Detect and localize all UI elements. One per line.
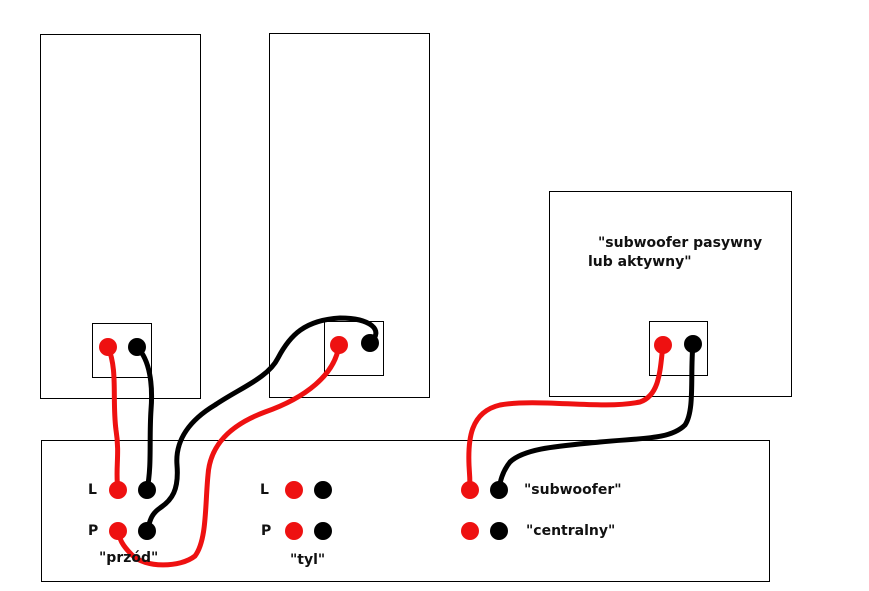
amp-center-positive <box>461 522 479 540</box>
speaker-rear-terminal-box <box>324 321 384 376</box>
speaker-front-negative-terminal <box>128 338 146 356</box>
front-l-label: L <box>88 482 97 498</box>
subwoofer-label-line1: "subwoofer pasywny <box>598 235 763 251</box>
rear-p-label: P <box>261 523 272 539</box>
speaker-front-terminal-box <box>92 323 152 378</box>
amp-rear-p-negative <box>314 522 332 540</box>
wire-subwoofer-negative <box>496 341 696 493</box>
speaker-rear-negative-terminal <box>361 334 379 352</box>
amp-rear-p-positive <box>285 522 303 540</box>
center-output-label: "centralny" <box>526 523 616 539</box>
speaker-front-positive-terminal <box>99 338 117 356</box>
speaker-rear <box>269 33 430 398</box>
subwoofer-label-line2: lub aktywny" <box>588 254 692 270</box>
wire-rear-positive <box>115 342 342 568</box>
subwoofer-terminal-box <box>649 321 708 376</box>
amp-front-p-positive <box>109 522 127 540</box>
amp-rear-l-positive <box>285 481 303 499</box>
rear-label: "tyl" <box>290 552 326 568</box>
subwoofer-positive-terminal <box>654 336 672 354</box>
subwoofer-output-label: "subwoofer" <box>524 482 622 498</box>
rear-l-label: L <box>260 482 269 498</box>
amp-subwoofer-negative <box>490 481 508 499</box>
front-label: "przód" <box>99 550 159 566</box>
subwoofer-box <box>549 191 792 397</box>
wire-front-negative <box>134 344 155 493</box>
amp-front-l-negative <box>138 481 156 499</box>
amp-subwoofer-positive <box>461 481 479 499</box>
wire-front-positive <box>105 344 121 493</box>
amp-front-p-negative <box>138 522 156 540</box>
wire-subwoofer-positive <box>466 342 666 493</box>
amplifier <box>41 440 770 582</box>
amp-center-negative <box>490 522 508 540</box>
subwoofer-negative-terminal <box>684 335 702 353</box>
amp-front-l-positive <box>109 481 127 499</box>
speaker-front <box>40 34 201 399</box>
amp-rear-l-negative <box>314 481 332 499</box>
speaker-rear-positive-terminal <box>330 336 348 354</box>
wire-rear-negative <box>144 315 379 534</box>
front-p-label: P <box>88 523 99 539</box>
